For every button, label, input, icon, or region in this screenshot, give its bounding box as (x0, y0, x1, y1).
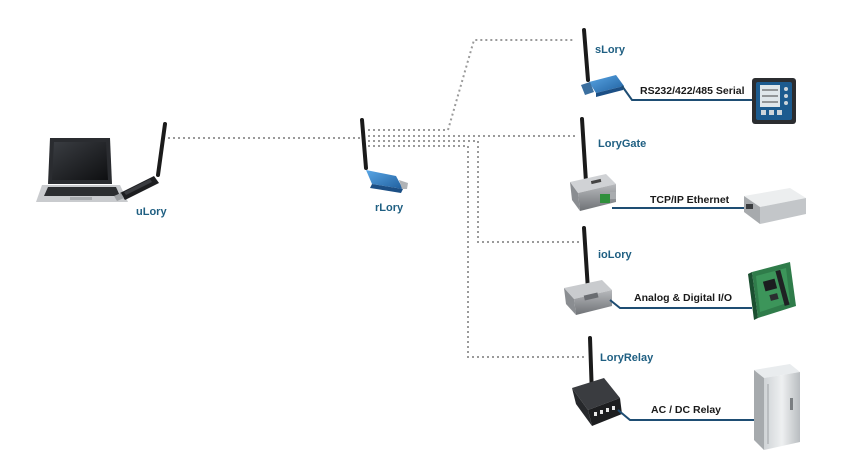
iolory-label: ioLory (598, 249, 632, 261)
io-connection-label: Analog & Digital I/O (634, 292, 733, 304)
ethernet-connection-label: TCP/IP Ethernet (650, 194, 730, 206)
rlory-label: rLory (375, 202, 404, 214)
io-board-icon (748, 262, 796, 320)
link-rlory-iolory (368, 140, 582, 243)
ulory-usb-dongle-icon (114, 122, 167, 201)
loryrelay-module-icon (572, 336, 622, 426)
electrical-cabinet-icon (754, 364, 800, 450)
slory-dongle-icon (581, 28, 624, 97)
iolory-module-icon (564, 226, 612, 315)
serial-cable (621, 85, 752, 101)
power-meter-icon (752, 78, 796, 124)
slory-label: sLory (595, 44, 625, 56)
laptop-icon (36, 138, 128, 202)
rlory-dongle-icon (360, 118, 408, 193)
radio-links (168, 39, 585, 358)
link-rlory-loryrelay (368, 145, 585, 358)
link-rlory-slory (368, 39, 575, 131)
ethernet-switch-icon (744, 188, 806, 224)
lorygate-label: LoryGate (598, 138, 647, 150)
io-cable (609, 299, 752, 309)
serial-connection-label: RS232/422/485 Serial (640, 85, 745, 97)
loryrelay-label: LoryRelay (600, 352, 654, 364)
relay-cable (617, 409, 755, 421)
lorygate-gateway-icon (570, 117, 616, 211)
ulory-label: uLory (136, 206, 167, 218)
relay-connection-label: AC / DC Relay (651, 404, 722, 416)
